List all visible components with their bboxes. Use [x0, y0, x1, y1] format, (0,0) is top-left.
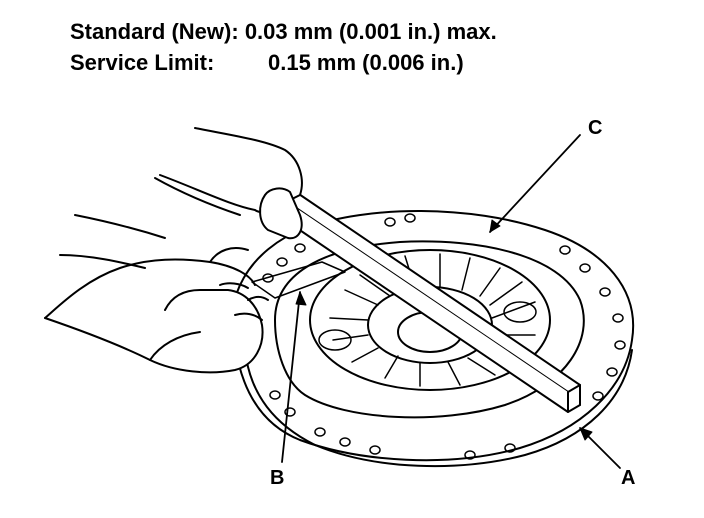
leader-line-c	[489, 134, 581, 233]
straight-edge-side	[279, 196, 569, 413]
straight-edge-top	[279, 189, 581, 393]
callout-c: C	[588, 117, 603, 139]
hand-bottom	[44, 289, 264, 374]
standard-spec-label: Standard (New):	[70, 19, 239, 44]
service-limit-row: Service Limit: 0.15 mm (0.006 in.)	[70, 50, 464, 76]
service-limit-label: Service Limit:	[70, 50, 215, 75]
arrowhead-a	[579, 427, 593, 441]
bolt-holes	[262, 213, 626, 460]
leader-line-b	[281, 291, 301, 463]
standard-spec-row: Standard (New): 0.03 mm (0.001 in.) max.	[70, 19, 497, 45]
service-limit-value: 0.15 mm (0.006 in.)	[268, 50, 464, 75]
standard-spec-value: 0.03 mm (0.001 in.) max.	[244, 19, 497, 44]
arrowhead-c	[489, 219, 501, 233]
callout-b: B	[270, 467, 285, 489]
feeler-gauge-blade	[251, 261, 346, 299]
pressure-plate-outer-rim	[230, 210, 635, 462]
spring-cutout-right	[503, 301, 537, 323]
callout-a: A	[621, 467, 636, 489]
diaphragm-spring-outer	[309, 249, 551, 391]
spring-cutout-left	[318, 329, 352, 351]
arrowhead-b	[295, 291, 307, 306]
pressure-plate-outer-edge	[244, 349, 633, 468]
